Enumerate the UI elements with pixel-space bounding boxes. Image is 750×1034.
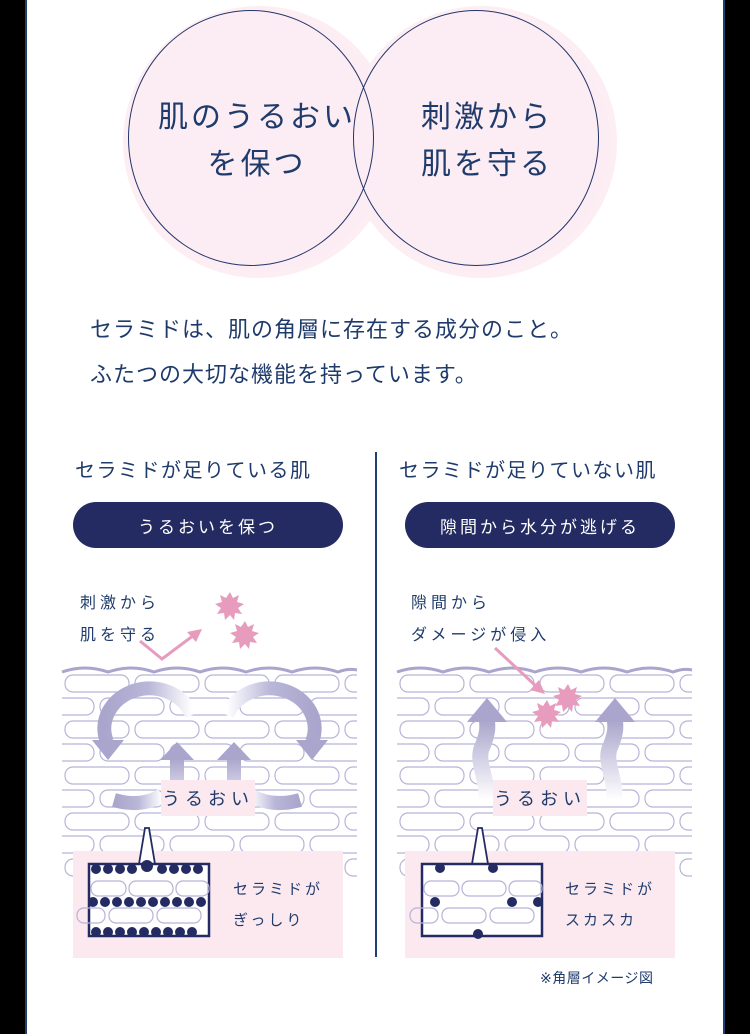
venn-right-label: 刺激から 肌を守る xyxy=(421,100,553,182)
footnote: ※角層イメージ図 xyxy=(540,971,654,987)
page-frame: 肌のうるおい を保つ 刺激から 肌を守る セラミドは、肌の角層に存在する成分のこ… xyxy=(25,0,725,1034)
callout-text-sparse: セラミドが スカスカ xyxy=(565,880,656,929)
moisture-label-right: うるおい xyxy=(493,780,587,816)
section-title-sufficient: セラミドが足りている肌 xyxy=(75,458,312,482)
skin-layer-diagram-right xyxy=(396,646,693,880)
section-title-insufficient: セラミドが足りていない肌 xyxy=(399,458,657,482)
section-divider xyxy=(375,452,377,957)
irritant-starburst-icon xyxy=(532,684,582,728)
irritant-starburst-icon xyxy=(215,592,259,649)
callout-sparse-ceramide xyxy=(409,827,544,939)
pill-moisture-escapes: 隙間から水分が逃げる xyxy=(405,502,675,548)
venn-left-label: 肌のうるおい を保つ xyxy=(158,100,356,182)
note-protect-from-irritation: 刺激から 肌を守る xyxy=(80,593,161,644)
moisture-label-left: うるおい xyxy=(161,780,255,816)
note-damage-enters: 隙間から ダメージが侵入 xyxy=(411,593,551,644)
venn-circle-right-outline xyxy=(353,10,599,266)
intro-text: セラミドは、肌の角層に存在する成分のこと。 ふたつの大切な機能を持っています。 xyxy=(90,318,574,388)
pill-retain-moisture: うるおいを保つ xyxy=(73,502,343,548)
callout-dense-ceramide xyxy=(76,827,211,938)
callout-text-dense: セラミドが ぎっしり xyxy=(233,880,324,929)
